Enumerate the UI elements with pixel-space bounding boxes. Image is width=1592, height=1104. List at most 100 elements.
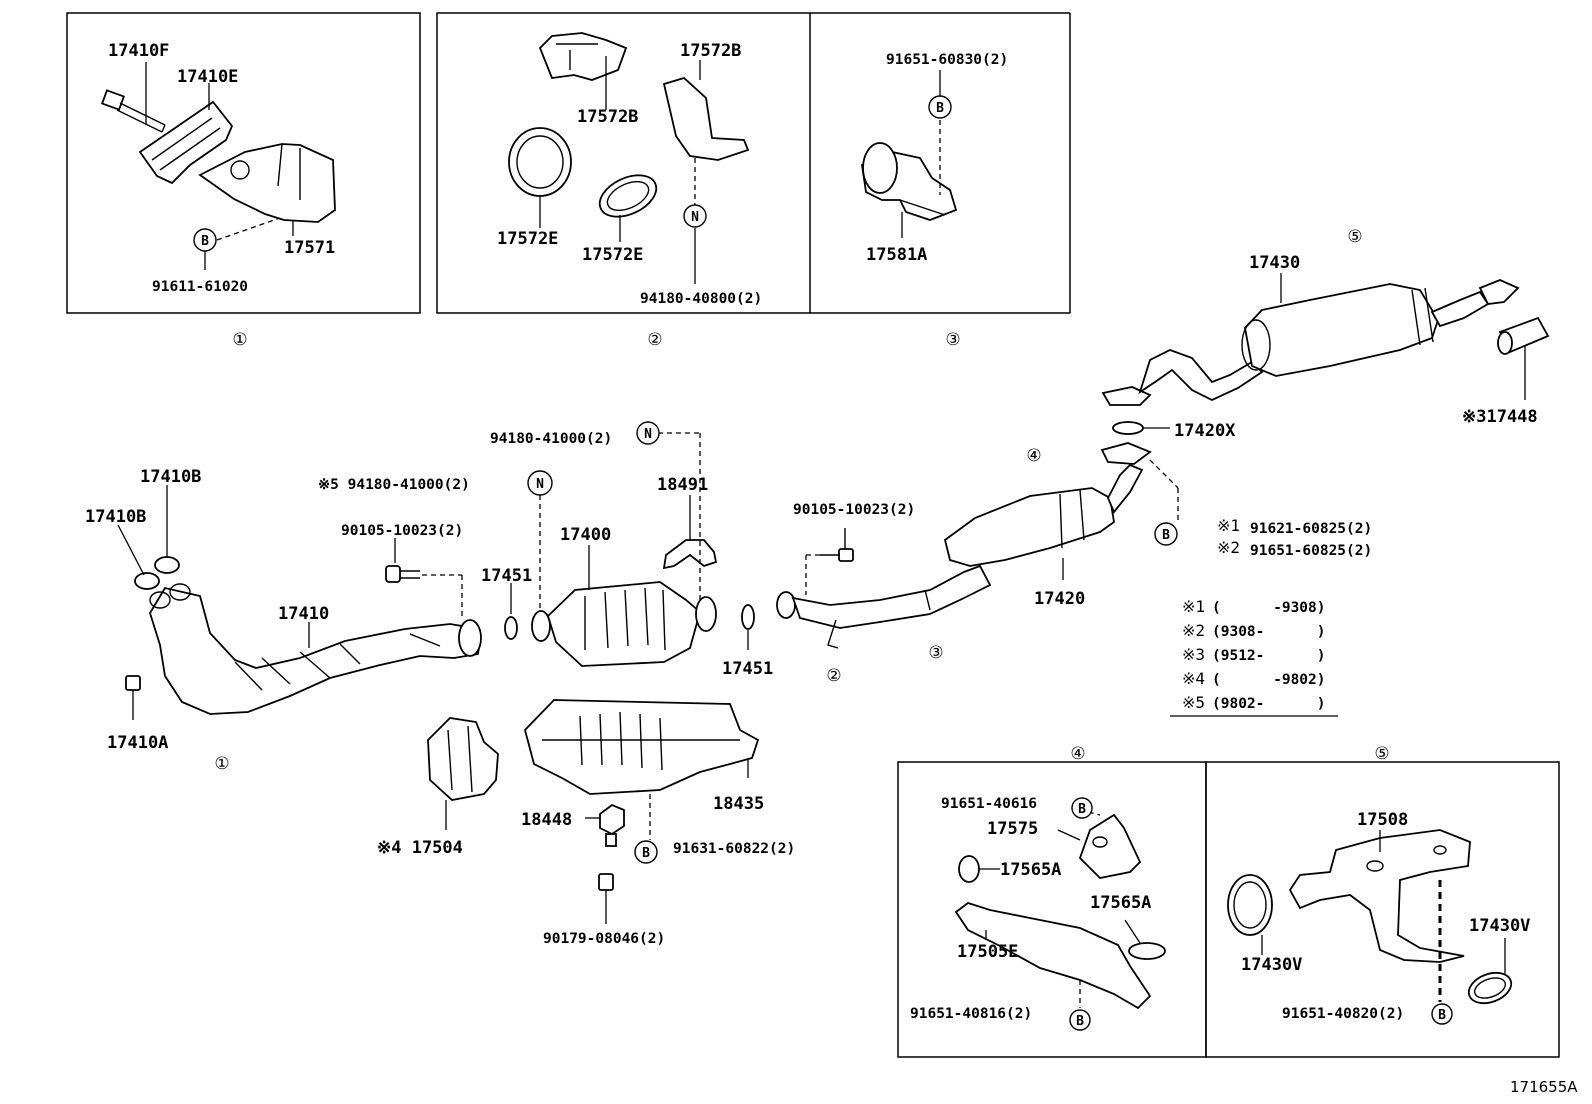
label-17430v-b: 17430V <box>1469 916 1530 936</box>
label-18491: 18491 <box>657 475 708 495</box>
sensor-18448-shape <box>599 803 625 847</box>
group-marker-0: ① <box>232 330 247 350</box>
note-range: ( -9802) <box>1212 672 1326 688</box>
svg-text:B: B <box>1438 1008 1446 1023</box>
group-marker-4: ② <box>826 666 841 686</box>
label-17571: 17571 <box>284 238 335 258</box>
svg-text:B: B <box>642 846 650 861</box>
gasket-17410b-a-shape <box>134 572 160 590</box>
label-94180-41000-b: ※5 94180-41000(2) <box>318 477 470 493</box>
note-range: (9802- ) <box>1212 696 1326 712</box>
leader-17575 <box>1057 829 1081 841</box>
inset-2-parts <box>508 32 750 218</box>
label-17581a: 17581A <box>866 245 927 265</box>
stud-17410a-shape <box>125 675 141 691</box>
label-91651-40616: 91651-40616 <box>941 796 1037 812</box>
mark-b1: ※1 <box>1217 516 1240 535</box>
label-17572b-b: 17572B <box>680 41 741 61</box>
gasket-17565a-b-shape <box>1128 942 1166 960</box>
group-marker-8: ④ <box>1070 744 1085 764</box>
note-row-4: ※4 ( -9802) <box>1182 669 1326 688</box>
label-group: 17410F 17410E 17571 91611-61020 17572B 1… <box>85 41 1578 1096</box>
label-91651-40816: 91651-40816(2) <box>910 1006 1032 1022</box>
bracket-17575-shape <box>1078 813 1142 879</box>
bracket-17508-shape <box>1288 829 1471 963</box>
nut-90179-shape <box>598 873 614 891</box>
center-pipe-hook-b <box>924 589 931 611</box>
symbol-n-4: N <box>527 470 553 496</box>
label-91651-60825: 91651-60825(2) <box>1250 543 1372 559</box>
bolt-17410f-shape <box>100 89 166 133</box>
gasket-17572e-b-shape <box>598 174 658 218</box>
bracket-17571-shape <box>198 143 336 223</box>
center-pipe-17420-shape <box>776 442 1152 629</box>
inset-1-dash <box>216 217 281 241</box>
group-marker-2: ③ <box>945 330 960 350</box>
symbol-n-3: N <box>636 421 660 445</box>
symbol-b-0: B <box>193 228 217 252</box>
note-mark: ※4 <box>1182 669 1205 688</box>
label-94180-40800: 94180-40800(2) <box>640 291 762 307</box>
insulator-18435-shape <box>524 699 760 795</box>
label-90105-10023-a: 90105-10023(2) <box>341 523 463 539</box>
label-17572b-a: 17572B <box>577 107 638 127</box>
inset-box-1 <box>66 12 421 314</box>
bracket-17572b-shape <box>662 76 750 161</box>
bolt-90105-b-shape <box>820 528 854 562</box>
bracket-17505e-shape <box>954 902 1152 1010</box>
note-mark: ※3 <box>1182 645 1205 664</box>
symbol-b-6: B <box>634 840 658 864</box>
label-18435: 18435 <box>713 794 764 814</box>
label-17410: 17410 <box>278 604 329 624</box>
label-17504: ※4 17504 <box>377 838 463 858</box>
label-17508: 17508 <box>1357 810 1408 830</box>
label-317448: ※317448 <box>1462 407 1538 427</box>
label-17505e: 17505E <box>957 942 1018 962</box>
group-marker-6: ④ <box>1026 446 1041 466</box>
note-range: (9308- ) <box>1212 624 1326 640</box>
note-row-3: ※3 (9512- ) <box>1182 645 1326 664</box>
note-range: (9512- ) <box>1212 648 1326 664</box>
label-17565a-a: 17565A <box>1000 860 1061 880</box>
ref-code: 171655A <box>1510 1078 1578 1096</box>
date-notes: ※1( -9308)※2(9308- )※3(9512- )※4( -9802)… <box>1182 597 1326 712</box>
label-17572e-b: 17572E <box>582 245 643 265</box>
front-pipe-17410-shape <box>149 583 482 715</box>
label-17572e-a: 17572E <box>497 229 558 249</box>
center-pipe-hook-a <box>827 619 839 649</box>
svg-text:N: N <box>644 427 652 442</box>
label-17410e: 17410E <box>177 67 238 87</box>
label-91651-60830: 91651-60830(2) <box>886 52 1008 68</box>
label-17430v-a: 17430V <box>1241 955 1302 975</box>
note-mark: ※2 <box>1182 621 1205 640</box>
label-94180-41000-a: 94180-41000(2) <box>490 431 612 447</box>
label-17420x: 17420X <box>1174 421 1236 441</box>
symbol-b-9: B <box>1431 1003 1453 1025</box>
mark-b2: ※2 <box>1217 538 1240 557</box>
hanger-18491-shape <box>662 539 718 570</box>
gasket-17451-a-shape <box>504 616 518 640</box>
svg-text:B: B <box>201 234 209 249</box>
symbol-b-7: B <box>1071 797 1093 819</box>
svg-text:B: B <box>1162 528 1170 543</box>
inset-box-5 <box>1205 761 1560 1058</box>
group-marker-9: ⑤ <box>1374 744 1389 764</box>
bolt-90105-a-shape <box>385 565 420 583</box>
note-row-2: ※2 (9308- ) <box>1182 621 1326 640</box>
label-17430: 17430 <box>1249 253 1300 273</box>
group-marker-1: ② <box>647 330 662 350</box>
label-17565a-b: 17565A <box>1090 893 1151 913</box>
label-17451-b: 17451 <box>722 659 773 679</box>
heat-shield-17572b-shape <box>538 32 628 81</box>
label-17451-a: 17451 <box>481 566 532 586</box>
svg-text:N: N <box>691 210 699 225</box>
note-range: ( -9308) <box>1212 600 1326 616</box>
label-17420: 17420 <box>1034 589 1085 609</box>
symbol-n-1: N <box>683 204 707 228</box>
label-17410a: 17410A <box>107 733 168 753</box>
svg-text:B: B <box>1078 802 1086 817</box>
gasket-17410b-b-shape <box>154 556 180 574</box>
gasket-17572e-a-shape <box>508 127 572 197</box>
